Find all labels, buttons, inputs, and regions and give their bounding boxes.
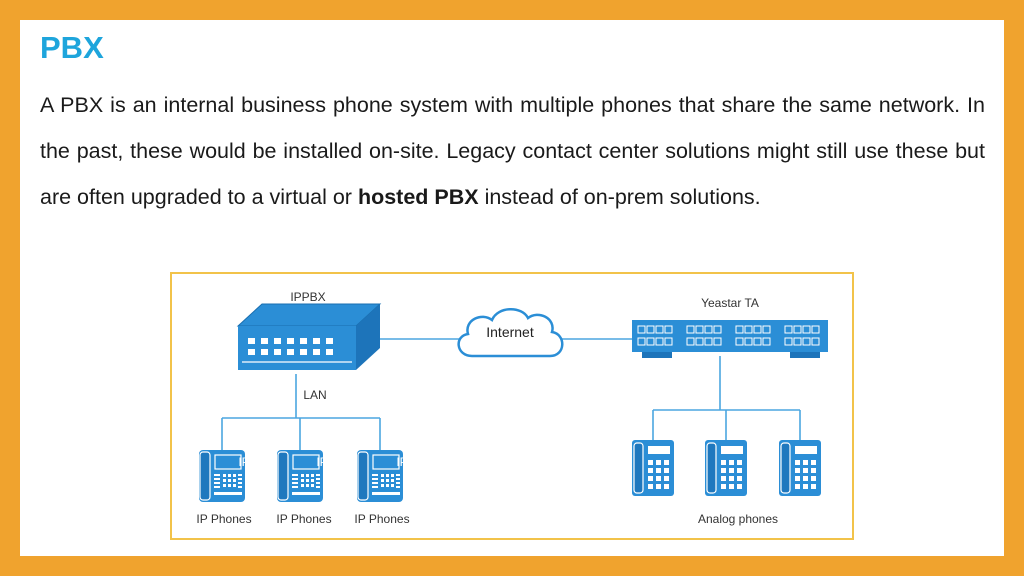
internet-cloud [457,308,564,358]
ip-phones-label: IP Phones [196,512,252,526]
slide: PBX A PBX is an internal business phone … [20,20,1004,556]
connection-lines [221,338,801,450]
ip-phones-label: IP Phones [354,512,410,526]
pbx-diagram: IPPBX Internet Yeastar TA LAN IP IP IP I… [170,272,854,540]
analog-phone-icon [778,439,822,497]
analog-phone-icon [631,439,675,497]
ip-screen-label: IP [316,455,328,469]
paragraph-outro: instead of on-prem solutions. [478,185,761,209]
ippbx-label: IPPBX [290,290,326,304]
body-paragraph: A PBX is an internal business phone syst… [40,82,985,220]
analog-phone-icon [704,439,748,497]
yeastar-device [632,320,828,358]
paragraph-bold: hosted PBX [357,185,479,209]
ip-screen-label: IP [396,455,408,469]
analog-phones-label: Analog phones [697,512,779,526]
ip-phones-label: IP Phones [276,512,332,526]
ippbx-device [236,303,382,370]
paragraph-intro: A PBX is an internal business phone syst… [40,93,985,209]
internet-label: Internet [486,324,534,340]
lan-label: LAN [303,388,327,402]
yeastar-label: Yeastar TA [701,296,759,310]
slide-title: PBX [40,30,104,65]
ip-screen-label: IP [238,455,250,469]
diagram-graphics [198,303,828,503]
